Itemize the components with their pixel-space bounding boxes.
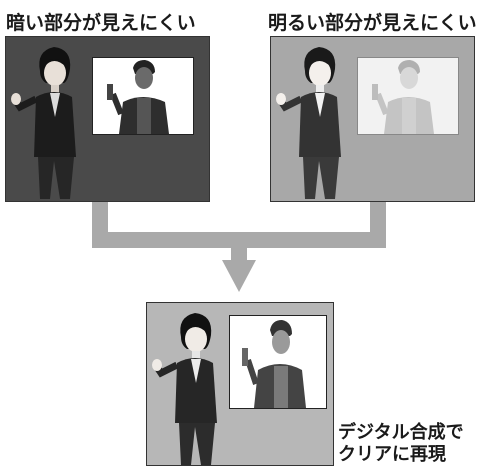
man-with-phone-illustration [242,320,306,408]
bright-exposure-panel [270,36,475,202]
inset-man-photo-frame [357,57,459,135]
caption-line-1: デジタル合成で [338,422,464,443]
label-dark-areas-hard-to-see: 暗い部分が見えにくい [6,12,196,34]
man-with-phone-illustration [107,60,169,134]
caption-line-2: クリアに再現 [338,444,446,465]
label-bright-areas-hard-to-see: 明るい部分が見えにくい [268,12,477,34]
woman-pointing-illustration [152,313,217,465]
combined-result-panel [146,302,334,466]
dark-exposure-panel [5,36,210,202]
man-with-phone-illustration [372,60,434,134]
inset-man-photo-frame [92,57,194,135]
result-caption: デジタル合成で クリアに再現 [338,422,464,466]
inset-man-photo-frame [229,315,327,409]
woman-pointing-illustration [276,47,341,199]
woman-pointing-illustration [11,47,76,199]
